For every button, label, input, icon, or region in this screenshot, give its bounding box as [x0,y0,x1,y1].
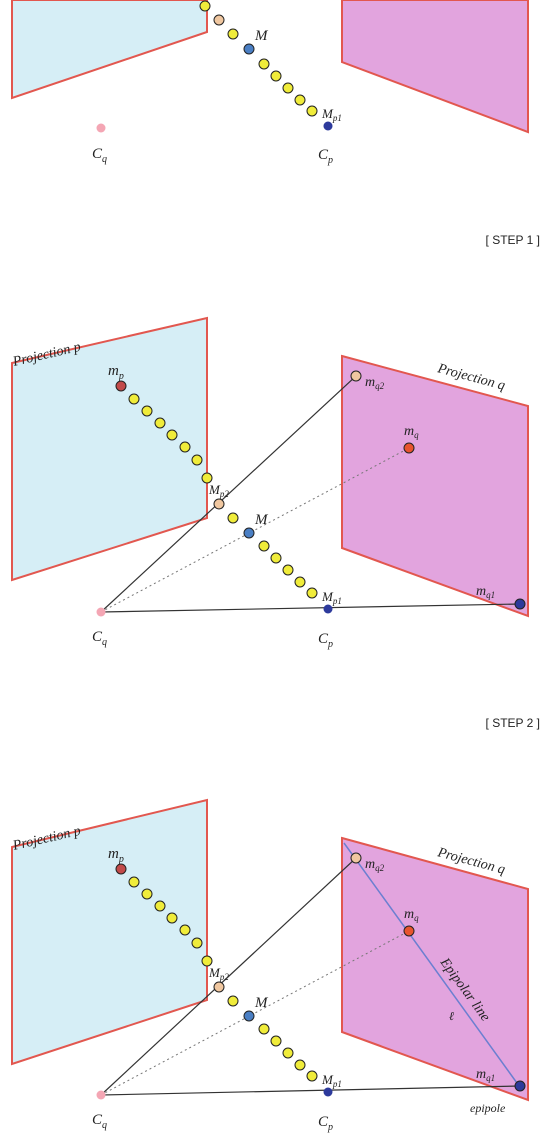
bead-chain [115,852,526,1092]
point-mq2 [350,370,362,382]
point-mq1 [514,598,526,610]
label-Cq: Cq [92,146,107,165]
projection-p-plane [11,0,208,100]
bead-chain [115,370,526,610]
point-mq [403,925,415,937]
label-Mp1: Mp1 [321,1072,342,1089]
panel-2: Projection p Projection q [11,316,529,650]
label-mq1: mq1 [476,1067,495,1083]
point-mq2 [350,852,362,864]
point-M [243,43,255,55]
label-Mp2: Mp2 [208,965,229,982]
projection-p-plane [11,798,208,1066]
panel-1: M Mp1 Cq Cp [11,0,529,166]
label-mp: mp [108,846,124,865]
step-2-label: [ STEP 2 ] [486,716,540,730]
label-ell: ℓ [449,1009,454,1023]
point-mq [403,442,415,454]
point-Mp1 [323,121,333,131]
bead-chain [199,0,318,117]
point-mp [115,863,127,875]
label-Mp1: Mp1 [321,106,342,123]
epipolar-line [343,842,523,1091]
label-mp: mp [108,363,124,382]
point-mp [115,380,127,392]
label-Cq: Cq [92,629,107,648]
label-Mp1: Mp1 [321,589,342,606]
point-Mp2 [213,498,225,510]
point-Mp1 [323,1087,333,1097]
label-Mp2: Mp2 [208,482,229,499]
point-Mp2 [213,981,225,993]
step-1-label: [ STEP 1 ] [486,233,540,247]
label-Cq: Cq [92,1112,107,1131]
point-Cq [96,123,106,133]
label-mq2: mq2 [365,857,385,873]
label-Cp: Cp [318,1114,333,1133]
projection-q-plane [341,354,529,618]
point-Mp1 [323,604,333,614]
point-M [243,1010,255,1022]
projection-p-plane [11,316,208,582]
label-mq: mq [404,424,419,440]
point-Cq [96,607,106,617]
label-epipole: epipole [470,1101,506,1115]
label-mq: mq [404,907,419,923]
label-Cp: Cp [318,147,333,166]
point-epipole [514,1080,526,1092]
label-Cp: Cp [318,631,333,650]
label-mq2: mq2 [365,375,385,391]
label-M: M [254,28,269,44]
label-mq1: mq1 [476,584,495,600]
projection-q-plane [341,0,529,134]
label-M: M [254,512,269,528]
label-M: M [254,995,269,1011]
point-Cq [96,1090,106,1100]
panel-3: Projection p Projection q Epipolar line … [11,798,529,1133]
point-M [243,527,255,539]
